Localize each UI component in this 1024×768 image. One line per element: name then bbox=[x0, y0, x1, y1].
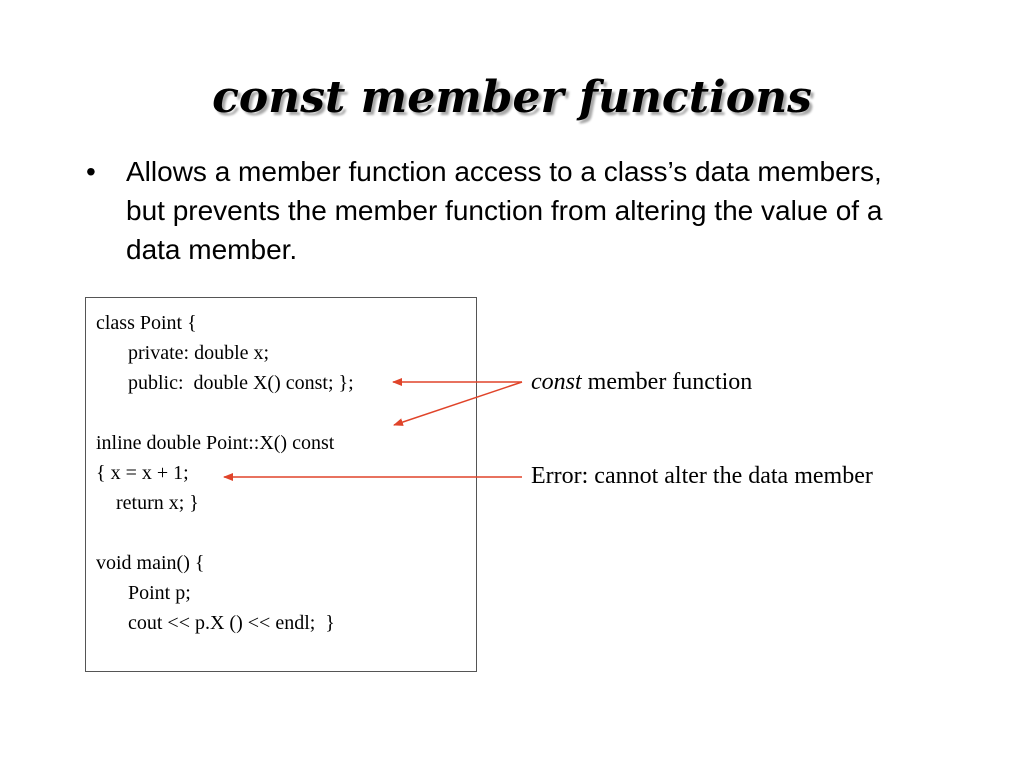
member-function-text: member function bbox=[581, 369, 753, 395]
code-line-cout: cout << p.X () << endl; } bbox=[128, 612, 335, 634]
bullet-item: • Allows a member function access to a c… bbox=[86, 152, 916, 269]
const-keyword: const bbox=[531, 369, 582, 395]
slide-title: const member functions bbox=[212, 72, 812, 123]
bullet-text: Allows a member function access to a cla… bbox=[126, 156, 883, 265]
code-box: class Point { private: double x; public:… bbox=[85, 297, 477, 672]
code-line-inline-def: inline double Point::X() const bbox=[96, 432, 335, 454]
code-line-public: public: double X() const; }; bbox=[128, 372, 354, 394]
code-line-main: void main() { bbox=[96, 552, 205, 574]
const-member-function-label: const member function bbox=[531, 367, 752, 397]
code-line-class-decl: class Point { bbox=[96, 312, 197, 334]
code-line-increment: { x = x + 1; bbox=[96, 462, 189, 484]
code-line-point-var: Point p; bbox=[128, 582, 191, 604]
bullet-list: • Allows a member function access to a c… bbox=[86, 152, 916, 269]
bullet-marker: • bbox=[86, 156, 96, 187]
error-label: Error: cannot alter the data member bbox=[531, 463, 873, 489]
code-line-return: return x; } bbox=[116, 492, 199, 514]
code-line-private: private: double x; bbox=[128, 342, 270, 364]
